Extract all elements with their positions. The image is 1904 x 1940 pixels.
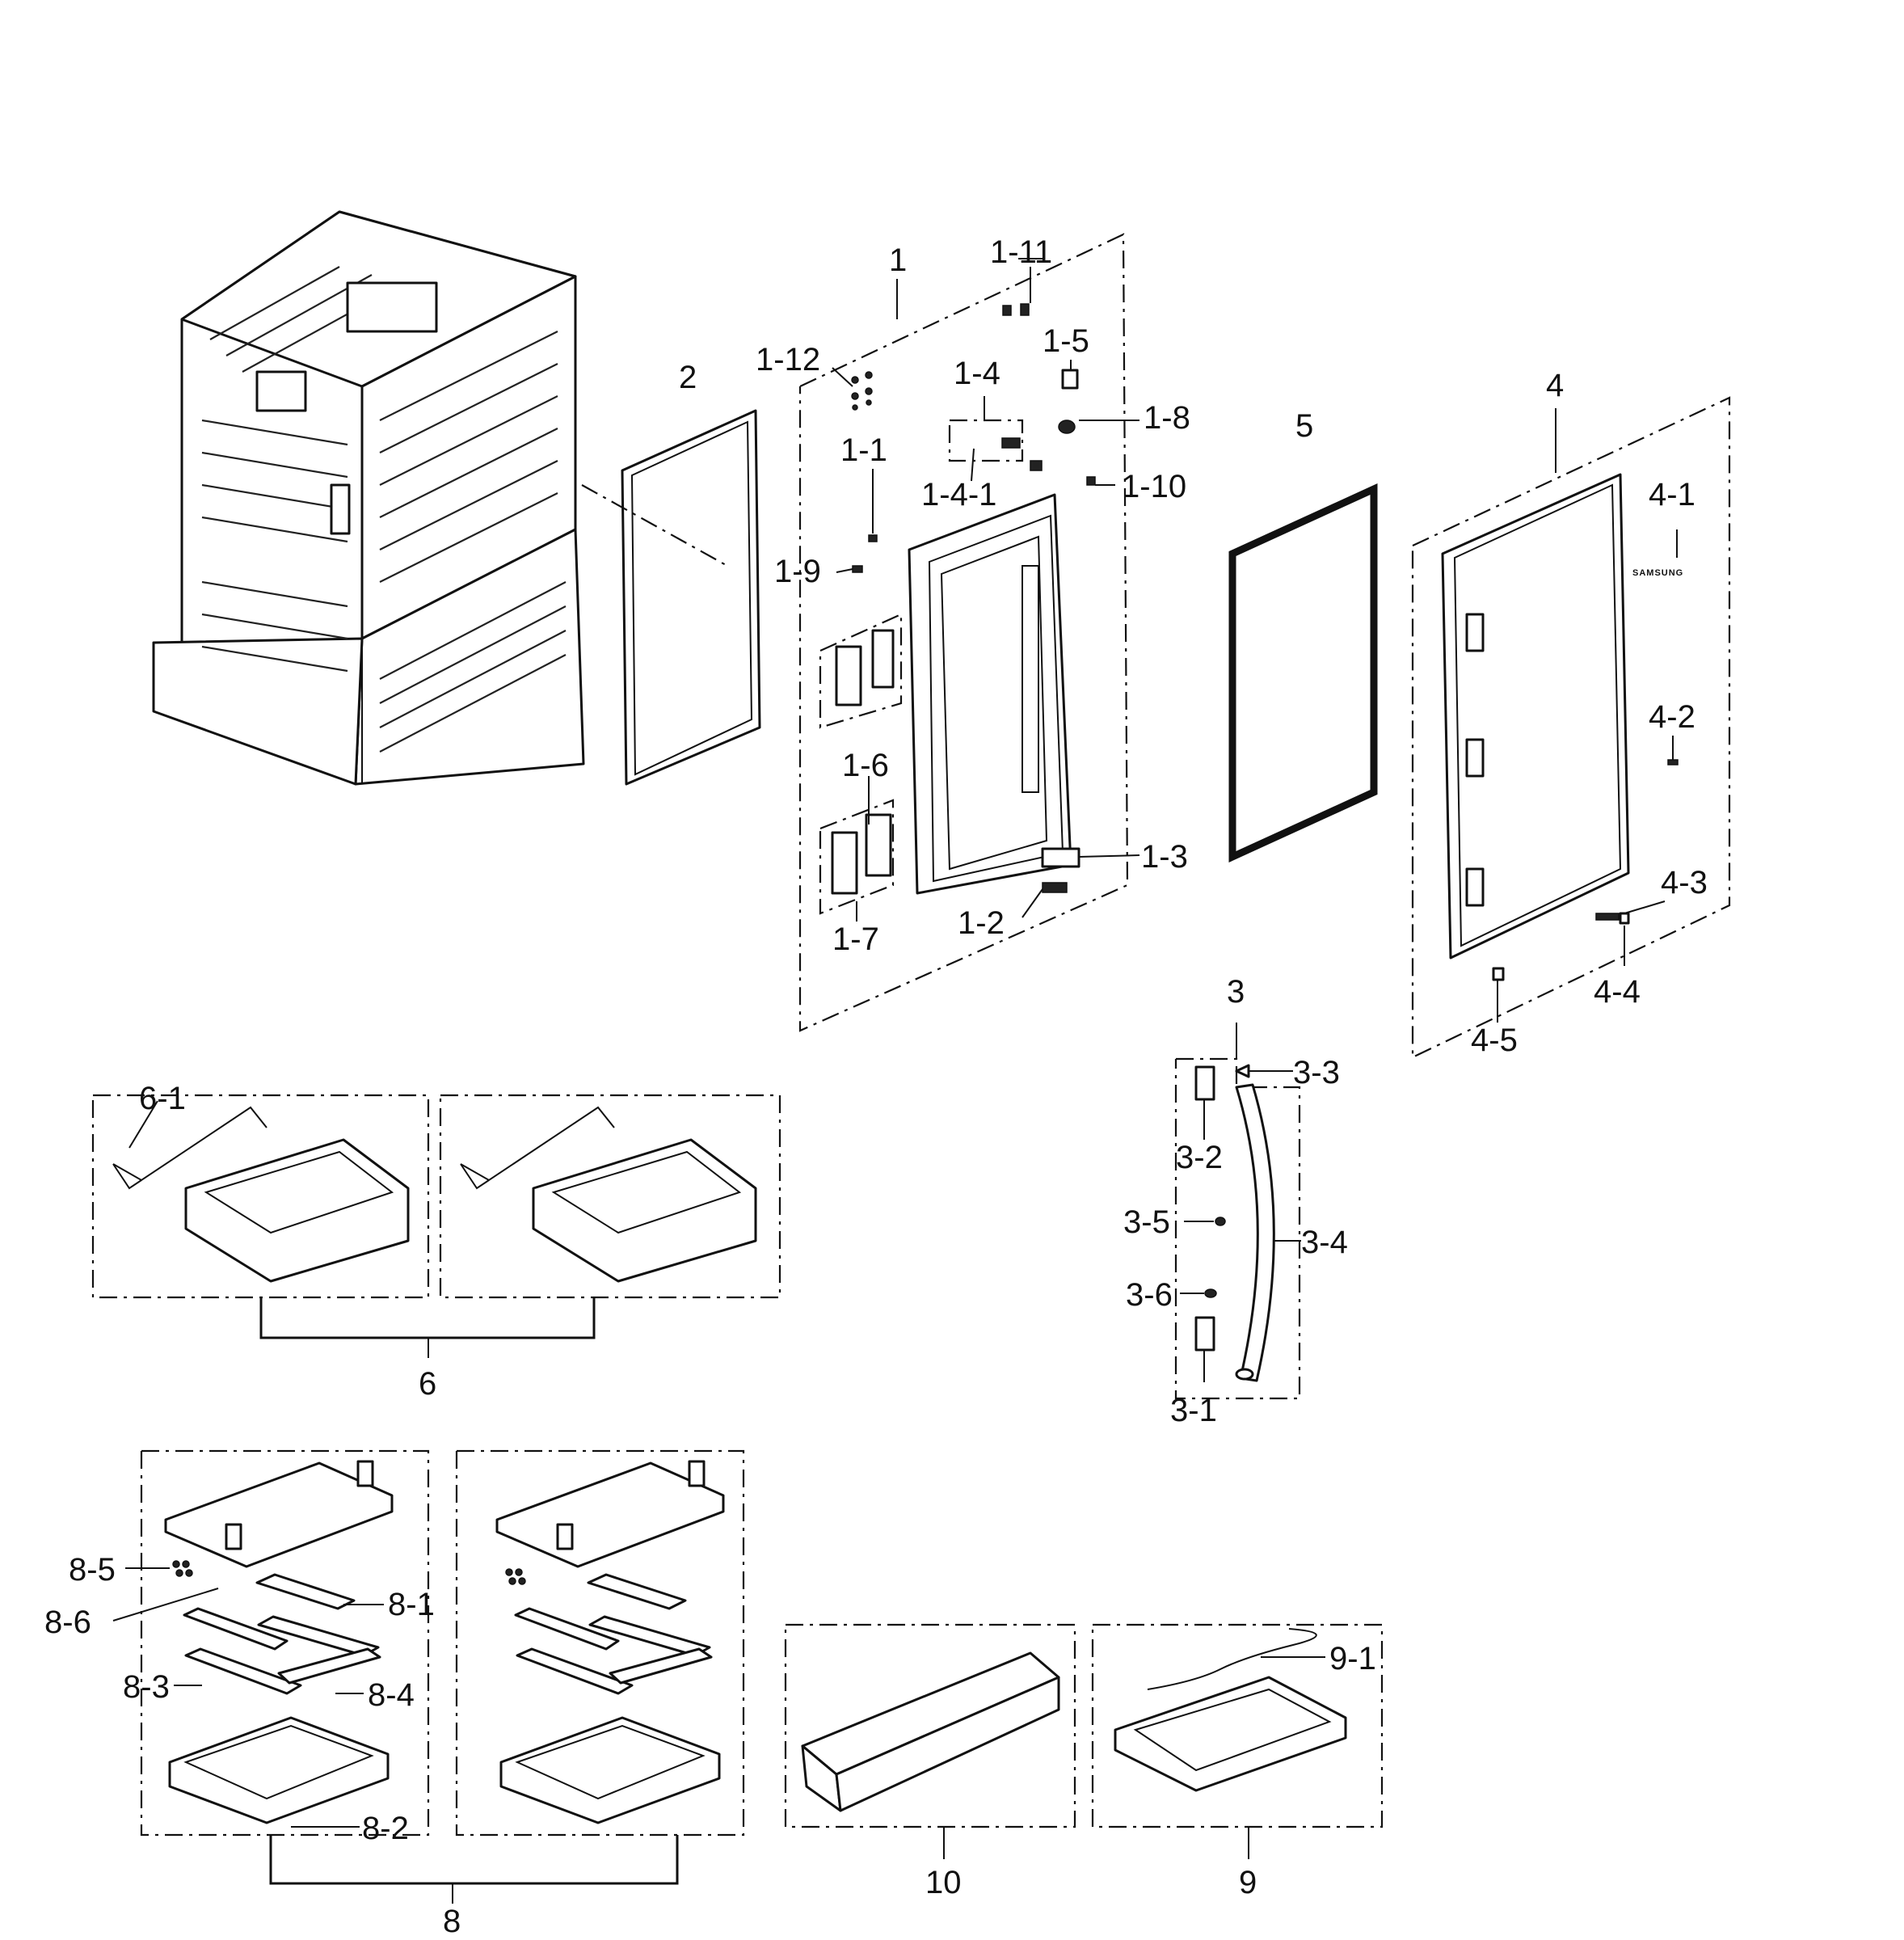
door-liner-assembly <box>798 233 1140 1032</box>
drawer-group-8 <box>112 1449 745 1904</box>
label-4-3: 4-3 <box>1661 865 1708 900</box>
frame-panel <box>581 409 761 786</box>
label-1-3: 1-3 <box>1141 839 1188 875</box>
label-4-2: 4-2 <box>1649 699 1695 735</box>
label-10: 10 <box>925 1865 962 1900</box>
label-8: 8 <box>443 1904 461 1939</box>
label-8-1: 8-1 <box>388 1587 435 1622</box>
label-2: 2 <box>679 360 697 395</box>
label-6: 6 <box>419 1366 436 1402</box>
label-6-1: 6-1 <box>139 1081 186 1116</box>
label-4-4: 4-4 <box>1594 974 1641 1010</box>
label-1-11: 1-11 <box>990 234 1052 270</box>
label-4-1: 4-1 <box>1649 477 1695 512</box>
label-1-4-1: 1-4-1 <box>921 477 996 512</box>
label-1-6: 1-6 <box>842 748 889 783</box>
label-4-5: 4-5 <box>1471 1023 1518 1058</box>
label-9-1: 9-1 <box>1329 1641 1376 1676</box>
label-1-9: 1-9 <box>774 554 821 589</box>
label-8-6: 8-6 <box>44 1605 91 1640</box>
part-labels: 1 1-11 1-12 1-5 1-4 1-8 1-1 1-4-1 1-10 1… <box>44 234 1708 1939</box>
label-1-12: 1-12 <box>756 342 820 377</box>
label-1-8: 1-8 <box>1144 400 1190 436</box>
label-1: 1 <box>889 242 907 278</box>
door-bin-9 <box>1091 1623 1384 1859</box>
label-3-3: 3-3 <box>1293 1055 1340 1090</box>
label-3: 3 <box>1227 974 1245 1010</box>
door-bin-10 <box>784 1623 1076 1859</box>
label-3-6: 3-6 <box>1126 1277 1173 1313</box>
samsung-logo: SAMSUNG <box>1632 568 1683 578</box>
label-1-7: 1-7 <box>832 922 879 957</box>
door-gasket <box>1228 483 1378 863</box>
label-1-1: 1-1 <box>840 432 887 468</box>
label-9: 9 <box>1239 1865 1257 1900</box>
label-1-5: 1-5 <box>1043 323 1089 359</box>
label-4: 4 <box>1546 368 1564 403</box>
label-3-2: 3-2 <box>1176 1140 1223 1175</box>
label-3-4: 3-4 <box>1301 1225 1348 1260</box>
label-8-4: 8-4 <box>368 1677 415 1713</box>
label-8-2: 8-2 <box>362 1811 409 1846</box>
door-assembly: SAMSUNG <box>1411 396 1731 1059</box>
label-3-1: 3-1 <box>1170 1393 1217 1428</box>
label-1-10: 1-10 <box>1122 469 1186 504</box>
handle-assembly <box>1174 1023 1301 1400</box>
label-1-2: 1-2 <box>958 905 1005 941</box>
label-1-4: 1-4 <box>954 356 1000 391</box>
label-5: 5 <box>1295 408 1313 444</box>
label-8-3: 8-3 <box>123 1669 170 1705</box>
label-8-5: 8-5 <box>69 1552 116 1588</box>
label-3-5: 3-5 <box>1123 1204 1170 1240</box>
refrigerator-cabinet <box>152 210 585 786</box>
bin-group-6 <box>91 1094 781 1358</box>
